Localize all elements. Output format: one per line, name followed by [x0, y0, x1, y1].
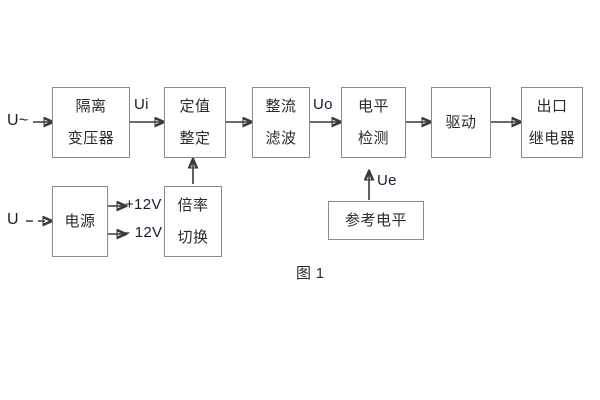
label-input-ac: U~	[7, 112, 29, 129]
block-rectify-filter: 整流 滤波	[252, 87, 310, 158]
label-ue: Ue	[377, 172, 397, 189]
label-ui: Ui	[134, 96, 149, 113]
block-line: 整定	[179, 129, 211, 147]
block-power-supply: 电源	[52, 186, 108, 257]
block-output-relay: 出口 继电器	[521, 87, 583, 158]
block-line: 整流	[265, 97, 297, 115]
block-drive: 驱动	[431, 87, 491, 158]
block-line: 电平	[357, 97, 389, 115]
block-line: 定值	[179, 97, 211, 115]
block-level-detection: 电平 检测	[341, 87, 406, 158]
figure-caption: 图 1	[296, 265, 325, 282]
block-line: 参考电平	[344, 211, 407, 229]
block-line: 检测	[357, 129, 389, 147]
block-setting-value: 定值 整定	[164, 87, 226, 158]
block-reference-level: 参考电平	[328, 201, 424, 240]
block-line: 倍率	[177, 196, 209, 214]
block-line: 滤波	[265, 129, 297, 147]
label-rail-negative: - 12V	[125, 224, 163, 241]
block-line: 切换	[177, 228, 209, 246]
label-rail-positive: +12V	[125, 196, 162, 213]
block-line: 隔离	[75, 97, 107, 115]
block-multiplier-switch: 倍率 切换	[164, 186, 222, 257]
block-line: 变压器	[67, 129, 115, 147]
block-line: 电源	[64, 212, 96, 230]
block-line: 出口	[536, 97, 568, 115]
label-input-dc: U	[7, 211, 19, 228]
label-uo: Uo	[313, 96, 333, 113]
block-line: 继电器	[528, 129, 576, 147]
block-line: 驱动	[445, 113, 477, 131]
block-isolation-transformer: 隔离 变压器	[52, 87, 130, 158]
